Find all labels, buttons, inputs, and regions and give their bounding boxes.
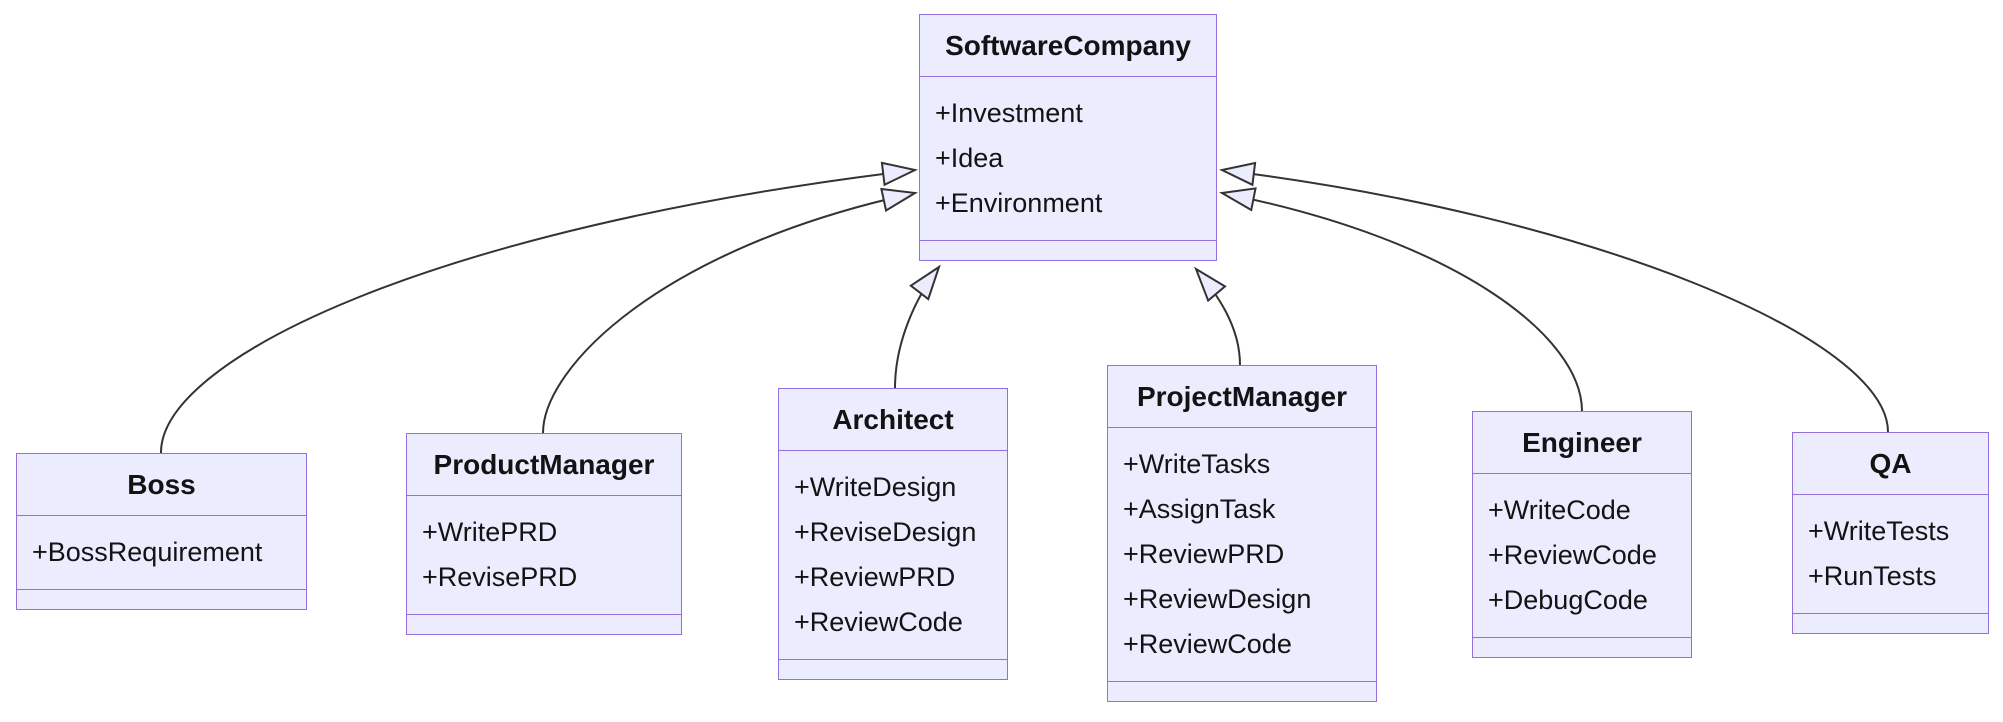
class-footer-compartment xyxy=(407,614,681,634)
class-footer-compartment xyxy=(1473,637,1691,657)
class-footer-compartment xyxy=(17,589,306,609)
class-engineer: Engineer +WriteCode +ReviewCode +DebugCo… xyxy=(1472,411,1692,658)
class-members: +WriteCode +ReviewCode +DebugCode xyxy=(1473,474,1691,637)
class-qa: QA +WriteTests +RunTests xyxy=(1792,432,1989,634)
class-member: +DebugCode xyxy=(1488,585,1648,615)
class-members: +WriteTasks +AssignTask +ReviewPRD +Revi… xyxy=(1108,428,1376,681)
class-member: +ReviewDesign xyxy=(1123,584,1312,614)
class-title: ProjectManager xyxy=(1108,366,1376,428)
class-member: +ReviseDesign xyxy=(794,517,977,547)
class-members: +Investment +Idea +Environment xyxy=(920,77,1216,240)
inheritance-arrow-productmanager xyxy=(542,187,919,434)
class-footer-compartment xyxy=(1108,681,1376,701)
class-boss: Boss +BossRequirement xyxy=(16,453,307,610)
class-projectmanager: ProjectManager +WriteTasks +AssignTask +… xyxy=(1107,365,1377,702)
class-title: SoftwareCompany xyxy=(920,15,1216,77)
inheritance-arrow-architect xyxy=(894,264,941,389)
class-member: +ReviewPRD xyxy=(794,562,956,592)
class-member: +AssignTask xyxy=(1123,494,1276,524)
class-member: +Environment xyxy=(935,188,1103,218)
class-title: Boss xyxy=(17,454,306,516)
inheritance-arrow-projectmanager xyxy=(1194,266,1241,366)
class-member: +WriteDesign xyxy=(794,472,957,502)
class-footer-compartment xyxy=(920,240,1216,260)
inheritance-arrow-boss xyxy=(159,161,919,454)
class-title: QA xyxy=(1793,433,1988,495)
class-member: +Idea xyxy=(935,143,1004,173)
inheritance-arrow-qa xyxy=(1218,161,1889,433)
class-title: ProductManager xyxy=(407,434,681,496)
class-members: +BossRequirement xyxy=(17,516,306,589)
class-architect: Architect +WriteDesign +ReviseDesign +Re… xyxy=(778,388,1008,680)
class-member: +WriteTasks xyxy=(1123,449,1271,479)
class-members: +WriteTests +RunTests xyxy=(1793,495,1988,613)
class-title: Architect xyxy=(779,389,1007,451)
class-softwarecompany: SoftwareCompany +Investment +Idea +Envir… xyxy=(919,14,1217,261)
class-title: Engineer xyxy=(1473,412,1691,474)
class-member: +ReviewCode xyxy=(1488,540,1657,570)
class-member: +ReviewCode xyxy=(794,607,963,637)
class-members: +WritePRD +RevisePRD xyxy=(407,496,681,614)
class-member: +WriteTests xyxy=(1808,516,1950,546)
class-members: +WriteDesign +ReviseDesign +ReviewPRD +R… xyxy=(779,451,1007,659)
class-productmanager: ProductManager +WritePRD +RevisePRD xyxy=(406,433,682,635)
class-member: +ReviewPRD xyxy=(1123,539,1285,569)
inheritance-arrow-engineer xyxy=(1218,187,1583,412)
class-member: +ReviewCode xyxy=(1123,629,1292,659)
class-footer-compartment xyxy=(1793,613,1988,633)
class-member: +WriteCode xyxy=(1488,495,1631,525)
class-member: +WritePRD xyxy=(422,517,558,547)
class-member: +BossRequirement xyxy=(32,537,263,567)
class-footer-compartment xyxy=(779,659,1007,679)
class-member: +RunTests xyxy=(1808,561,1937,591)
class-member: +RevisePRD xyxy=(422,562,578,592)
class-member: +Investment xyxy=(935,98,1083,128)
